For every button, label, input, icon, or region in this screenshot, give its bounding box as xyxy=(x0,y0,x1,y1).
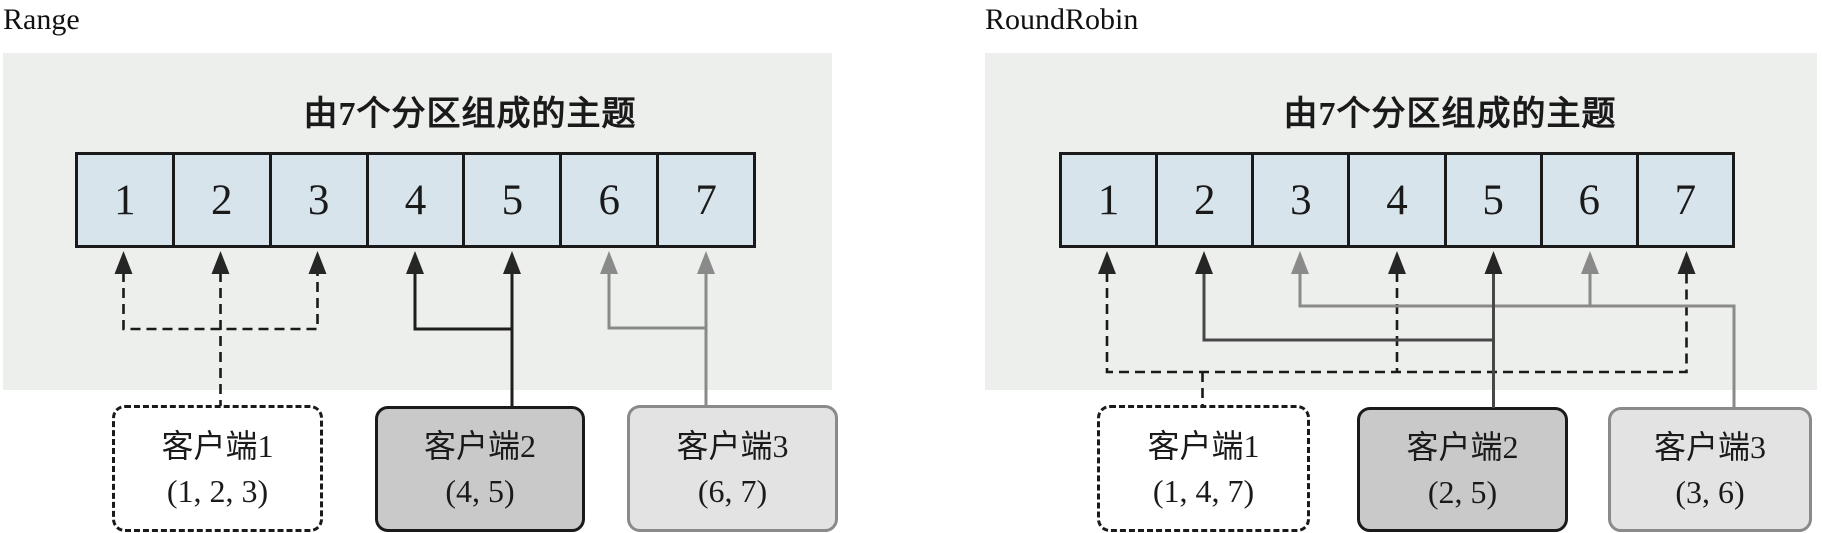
client2-box-roundrobin: 客户端2 (2, 5) xyxy=(1357,407,1568,532)
topic-title-roundrobin: 由7个分区组成的主题 xyxy=(1283,96,1617,133)
partition-cell: 4 xyxy=(365,155,463,245)
partition-cell: 4 xyxy=(1347,155,1444,245)
client3-box-range: 客户端3 (6, 7) xyxy=(627,405,838,532)
diagram-roundrobin: RoundRobin 由7个分区组成的主题 1 2 3 4 5 6 7 客户端1… xyxy=(911,0,1822,533)
client-name: 客户端1 xyxy=(1147,427,1260,464)
partition-cell: 2 xyxy=(1155,155,1252,245)
partition-cell: 3 xyxy=(268,155,366,245)
partition-cell: 7 xyxy=(1635,155,1732,245)
client-name: 客户端3 xyxy=(1653,428,1766,465)
partition-cell: 2 xyxy=(171,155,269,245)
partition-row-roundrobin: 1 2 3 4 5 6 7 xyxy=(1059,152,1735,248)
strategy-label-range: Range xyxy=(3,3,80,36)
client-assignment: (4, 5) xyxy=(445,473,515,509)
strategy-label-roundrobin: RoundRobin xyxy=(985,3,1139,36)
partition-row-range: 1 2 3 4 5 6 7 xyxy=(75,152,756,248)
partition-cell: 1 xyxy=(78,155,172,245)
diagram-range: Range 由7个分区组成的主题 1 2 3 4 5 6 7 客户端1 (1, … xyxy=(3,3,838,532)
partition-cell: 3 xyxy=(1251,155,1348,245)
partition-cell: 1 xyxy=(1062,155,1156,245)
client-assignment: (1, 2, 3) xyxy=(166,472,269,509)
client-name: 客户端3 xyxy=(676,427,789,464)
client1-box-roundrobin: 客户端1 (1, 4, 7) xyxy=(1097,405,1310,532)
client-assignment: (3, 6) xyxy=(1675,473,1745,510)
client-name: 客户端2 xyxy=(423,428,536,464)
topic-title-range: 由7个分区组成的主题 xyxy=(303,96,637,133)
client-name: 客户端2 xyxy=(1406,428,1519,465)
partition-cell: 6 xyxy=(559,155,657,245)
client2-box-range: 客户端2 (4, 5) xyxy=(375,406,585,532)
partition-cell: 7 xyxy=(656,155,754,245)
partition-cell: 5 xyxy=(462,155,560,245)
partition-cell: 5 xyxy=(1443,155,1540,245)
client-assignment: (2, 5) xyxy=(1427,473,1498,510)
partition-cell: 6 xyxy=(1539,155,1636,245)
client-name: 客户端1 xyxy=(161,427,274,464)
client1-box-range: 客户端1 (1, 2, 3) xyxy=(112,405,323,532)
client-assignment: (6, 7) xyxy=(697,472,768,509)
client-assignment: (1, 4, 7) xyxy=(1152,472,1255,509)
client3-box-roundrobin: 客户端3 (3, 6) xyxy=(1608,407,1812,532)
